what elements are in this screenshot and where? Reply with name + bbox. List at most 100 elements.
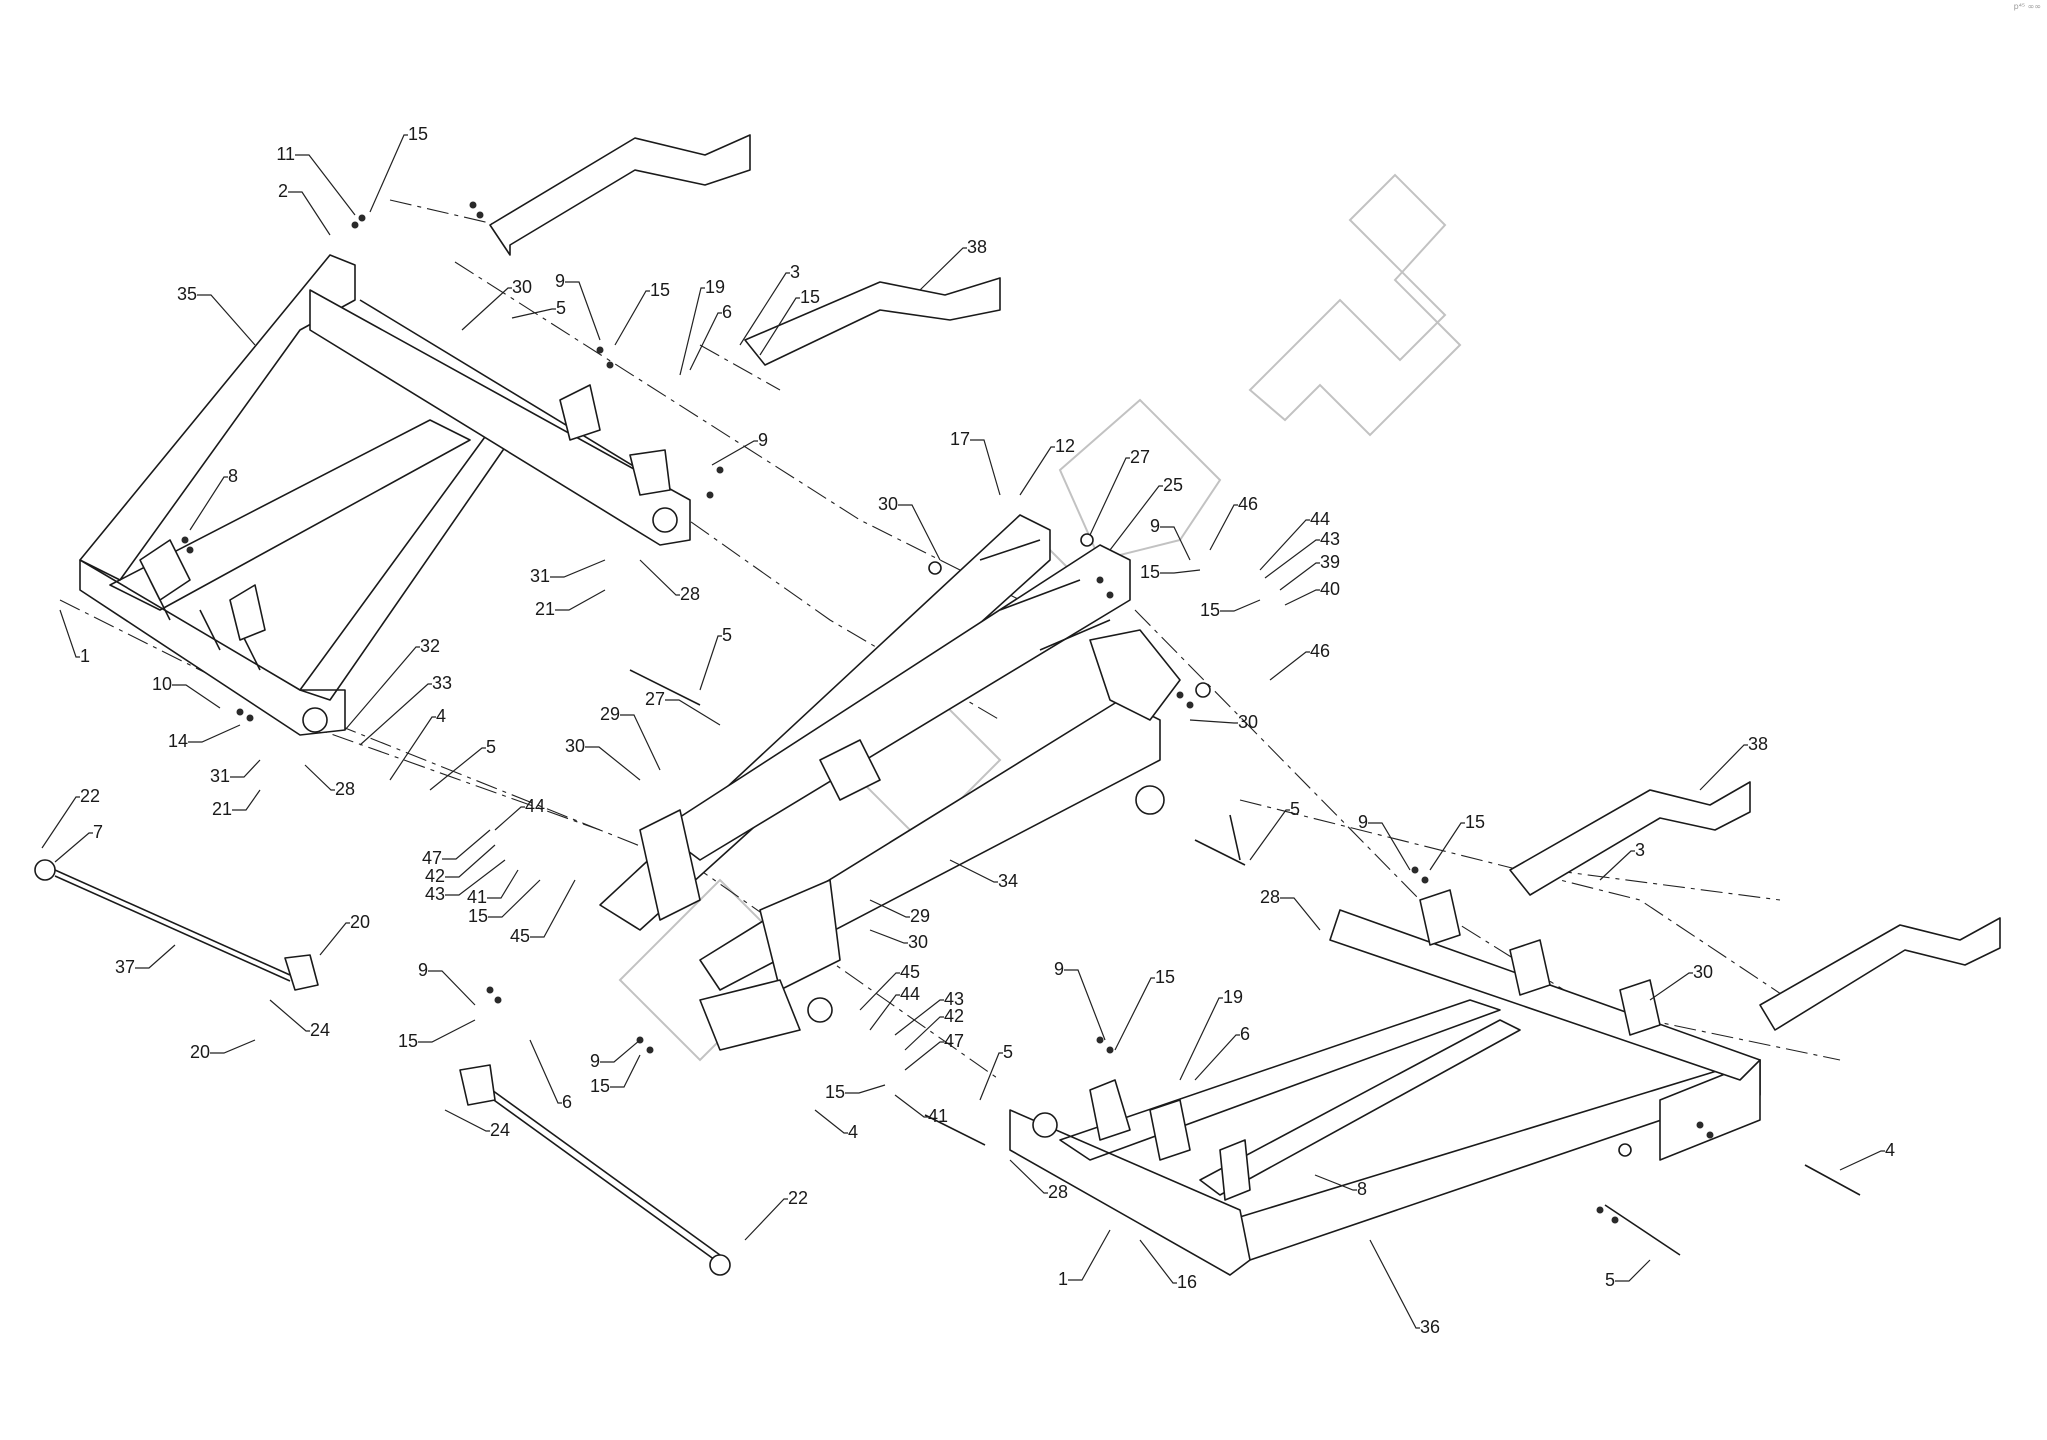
central-frame <box>599 514 1181 1051</box>
callout-5: 5 <box>556 298 566 318</box>
leader-line-41 <box>894 1094 928 1118</box>
callout-24: 24 <box>310 1020 330 1040</box>
callout-9: 9 <box>1054 959 1064 979</box>
arm-38-top-left <box>489 134 1001 366</box>
leader-line-27 <box>1089 457 1130 536</box>
leader-line-44 <box>1259 519 1310 571</box>
leader-line-30 <box>869 929 908 944</box>
callout-21: 21 <box>535 599 555 619</box>
callout-42: 42 <box>944 1006 964 1026</box>
leader-line-3 <box>739 272 790 346</box>
leader-line-43 <box>1264 539 1320 579</box>
callout-47: 47 <box>944 1031 964 1051</box>
callout-44: 44 <box>900 984 920 1004</box>
callout-5: 5 <box>722 625 732 645</box>
leader-line-15 <box>1429 822 1465 871</box>
leader-line-2 <box>288 191 331 236</box>
leader-line-8 <box>189 476 228 531</box>
callout-46: 46 <box>1238 494 1258 514</box>
callout-15: 15 <box>590 1076 610 1096</box>
callout-3: 3 <box>1635 840 1645 860</box>
leader-line-9 <box>711 440 758 466</box>
callout-16: 16 <box>1177 1272 1197 1292</box>
callout-9: 9 <box>590 1051 600 1071</box>
leader-line-30 <box>585 746 641 781</box>
leader-line-8 <box>1314 1174 1357 1191</box>
leader-line-5 <box>979 1052 1003 1101</box>
leader-line-36 <box>1369 1239 1420 1329</box>
callout-1: 1 <box>80 646 90 666</box>
callout-19: 19 <box>1223 987 1243 1007</box>
leader-line-6 <box>529 1039 562 1104</box>
right-frame-assembly <box>1009 889 1761 1276</box>
leader-line-25 <box>1109 485 1163 551</box>
callout-37: 37 <box>115 957 135 977</box>
leader-line-29 <box>620 714 661 771</box>
callout-46: 46 <box>1310 641 1330 661</box>
callout-35: 35 <box>177 284 197 304</box>
callout-11: 11 <box>276 144 295 164</box>
callout-8: 8 <box>228 466 238 486</box>
callout-42: 42 <box>425 866 445 886</box>
leader-line-6 <box>689 312 722 371</box>
callout-27: 27 <box>645 689 665 709</box>
callout-6: 6 <box>722 302 732 322</box>
leader-line-21 <box>555 589 606 611</box>
leader-lines <box>41 134 1885 1329</box>
leader-line-15 <box>1160 569 1201 574</box>
callout-22: 22 <box>80 786 100 806</box>
leader-line-9 <box>428 970 476 1006</box>
callout-2: 2 <box>278 181 288 201</box>
leader-line-41 <box>487 869 519 899</box>
leader-line-29 <box>869 899 910 918</box>
leader-line-4 <box>814 1109 848 1134</box>
leader-line-46 <box>1209 504 1238 551</box>
leader-line-15 <box>1114 977 1155 1051</box>
callout-4: 4 <box>436 706 446 726</box>
leader-line-11 <box>295 154 356 216</box>
leader-line-9 <box>1368 822 1411 871</box>
callout-4: 4 <box>1885 1140 1895 1160</box>
leader-line-40 <box>1284 589 1320 606</box>
callout-9: 9 <box>1358 812 1368 832</box>
leader-line-43 <box>445 859 506 896</box>
leader-line-20 <box>319 922 350 956</box>
leader-line-15 <box>610 1054 641 1088</box>
leader-line-24 <box>444 1109 490 1132</box>
callout-43: 43 <box>944 989 964 1009</box>
arm-38-right <box>1509 781 2001 1031</box>
leader-line-4 <box>1839 1150 1885 1171</box>
leader-line-9 <box>565 281 601 341</box>
leader-line-6 <box>1194 1034 1240 1081</box>
callout-31: 31 <box>530 566 550 586</box>
callout-24: 24 <box>490 1120 510 1140</box>
leader-line-38 <box>1699 744 1748 791</box>
leader-line-9 <box>600 1039 641 1063</box>
callout-5: 5 <box>1290 799 1300 819</box>
leader-line-27 <box>665 699 721 726</box>
leader-line-44 <box>494 806 525 831</box>
callout-9: 9 <box>555 271 565 291</box>
leader-line-15 <box>488 879 541 918</box>
callout-14: 14 <box>168 731 188 751</box>
leader-line-35 <box>197 294 256 346</box>
leader-line-15 <box>369 134 408 213</box>
leader-line-31 <box>230 759 261 778</box>
callout-9: 9 <box>418 960 428 980</box>
leader-line-17 <box>970 439 1001 496</box>
callout-15: 15 <box>1155 967 1175 987</box>
leader-line-30 <box>1189 719 1238 724</box>
leader-line-28 <box>304 764 335 791</box>
callout-34: 34 <box>998 871 1018 891</box>
callout-31: 31 <box>210 766 230 786</box>
leader-line-15 <box>845 1084 886 1094</box>
callout-9: 9 <box>1150 516 1160 536</box>
leader-line-7 <box>54 832 93 863</box>
leader-line-20 <box>210 1039 256 1054</box>
leader-line-34 <box>949 859 998 883</box>
leader-line-5 <box>1249 809 1290 861</box>
callout-43: 43 <box>1320 529 1340 549</box>
leader-line-16 <box>1139 1239 1177 1284</box>
leader-line-28 <box>1009 1159 1048 1194</box>
callout-8: 8 <box>1357 1179 1367 1199</box>
